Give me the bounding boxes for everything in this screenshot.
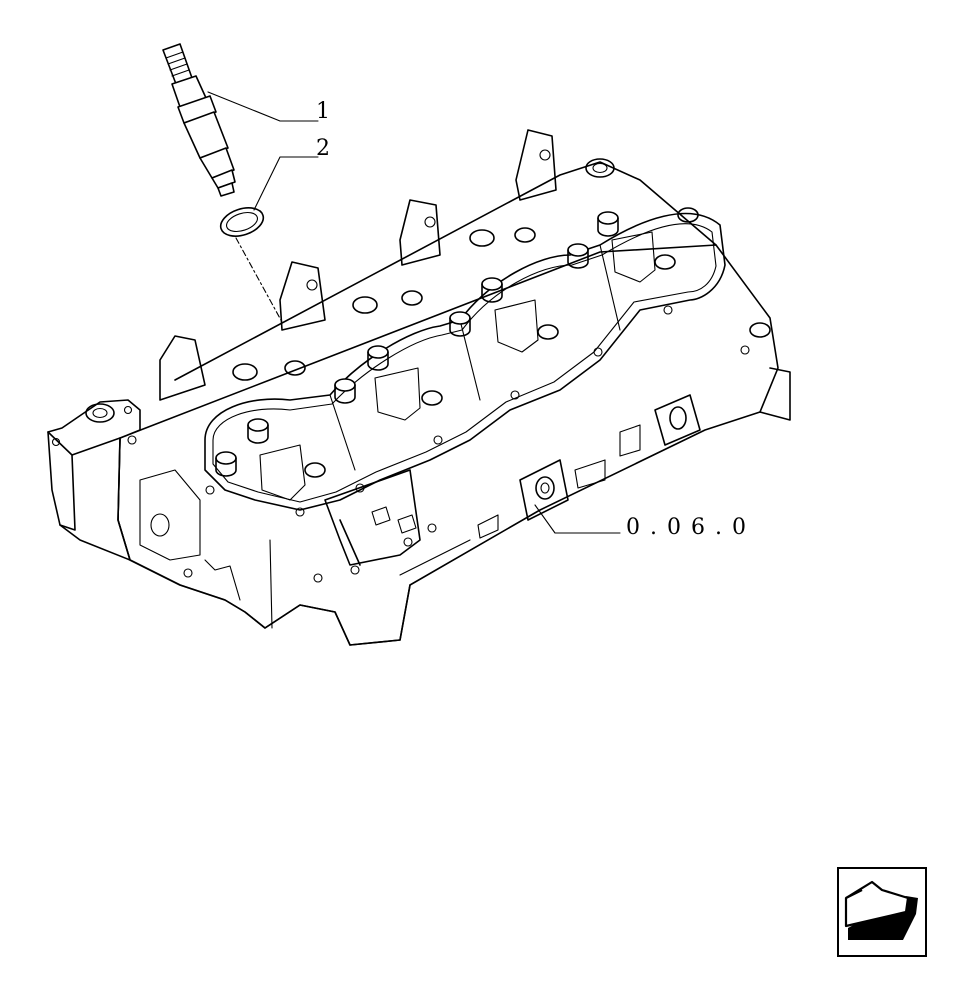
callout-2-label: 2 [316,136,330,161]
valve-stems [215,211,619,477]
previous-page-button[interactable] [837,867,927,957]
callout-2: 2 [253,136,330,211]
fuel-injector [162,43,236,197]
callout-1-label: 1 [316,99,330,124]
back-arrow-icon [844,880,918,940]
reference-label: 0.06.0 [626,515,756,540]
sealing-washer [219,207,265,237]
cylinder-head [47,129,791,646]
callout-1: 1 [207,91,330,124]
bolt-holes [127,305,750,575]
assembly-centerline [235,237,283,323]
rocker-wells [232,207,771,501]
reference-callout: 0.06.0 [534,504,756,540]
